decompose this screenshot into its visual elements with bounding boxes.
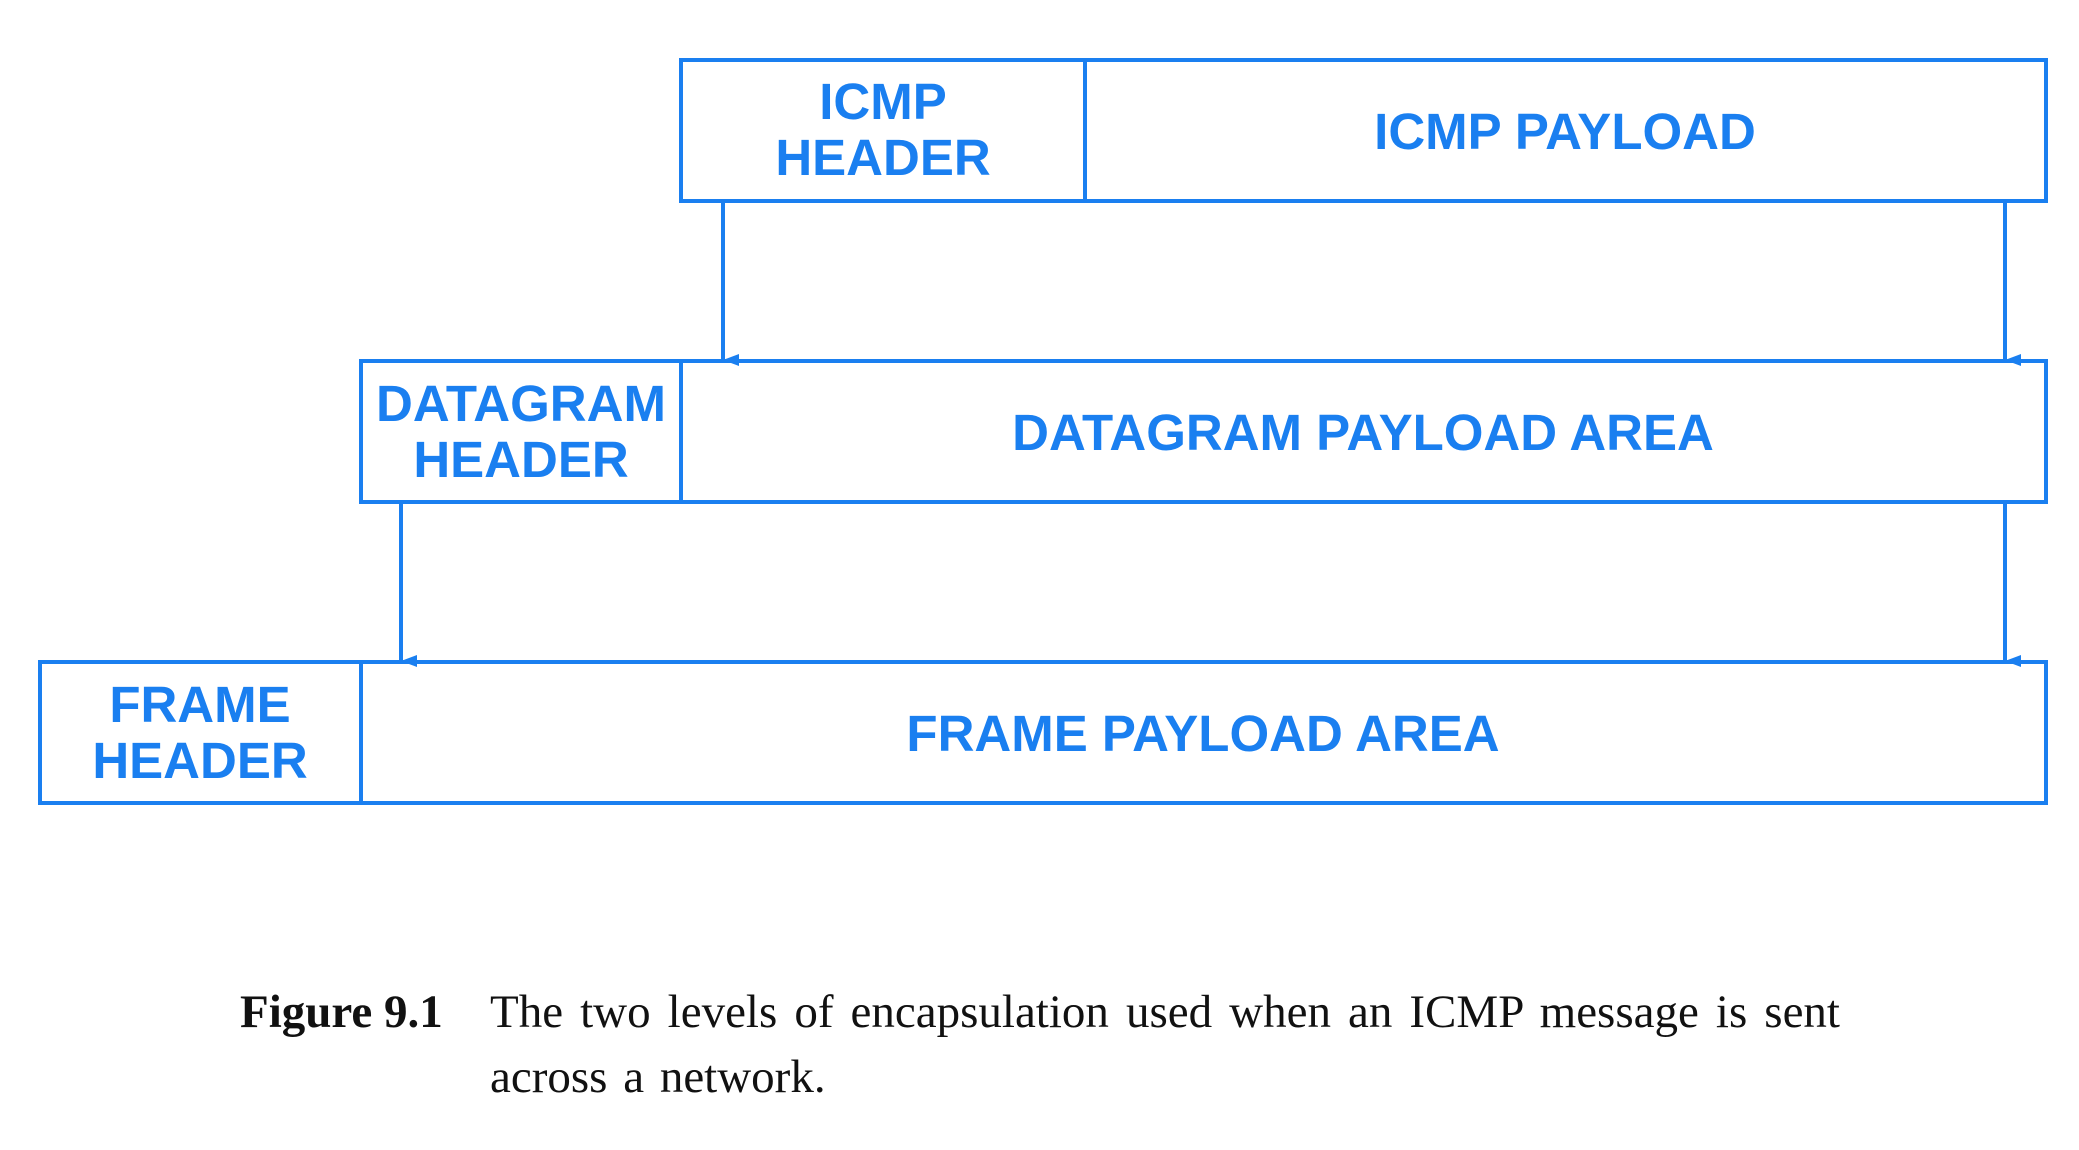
icmp-payload-box	[1083, 58, 2048, 203]
icmp-payload-label: ICMP PAYLOAD	[1374, 103, 1756, 160]
frame-payload-label: FRAME PAYLOAD AREA	[906, 705, 1499, 762]
figure-number: Figure 9.1	[240, 986, 443, 1038]
frame-header-label-line2: HEADER	[92, 732, 307, 789]
datagram-payload-label: DATAGRAM PAYLOAD AREA	[1012, 404, 1714, 461]
icmp-header-label-line1: ICMP	[819, 73, 947, 130]
icmp-header-label-line2: HEADER	[775, 129, 990, 186]
icmp-row: ICMP HEADER ICMP PAYLOAD	[679, 58, 2048, 203]
figure-caption: Figure 9.1 The two levels of encapsulati…	[240, 980, 1840, 1110]
datagram-header-label-line2: HEADER	[413, 431, 628, 488]
frame-payload-box	[359, 660, 2048, 805]
caption-text: The two levels of encapsulation used whe…	[490, 986, 1840, 1103]
datagram-header-label-line1: DATAGRAM	[376, 375, 666, 432]
frame-header-label-line1: FRAME	[109, 676, 290, 733]
frame-row: FRAME HEADER FRAME PAYLOAD AREA	[38, 660, 2048, 805]
datagram-payload-box	[679, 359, 2048, 504]
datagram-row: DATAGRAM HEADER DATAGRAM PAYLOAD AREA	[359, 359, 2048, 504]
